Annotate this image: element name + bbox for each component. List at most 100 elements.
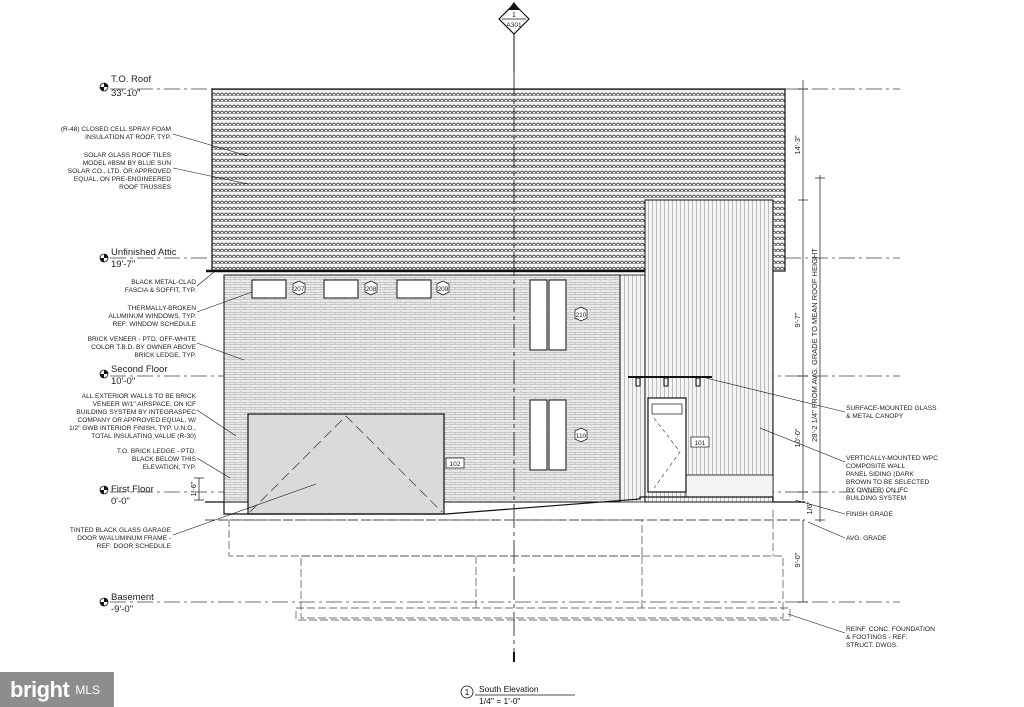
note-finish-grade: FINISH GRADE (794, 499, 893, 518)
svg-text:BROWN TO BE SELECTED: BROWN TO BE SELECTED (846, 479, 930, 486)
dim-first-floor: 10'-0" (793, 428, 802, 447)
window-tag-110: 110 (574, 427, 588, 443)
svg-text:102: 102 (450, 461, 461, 468)
section-marker-number: 1 (512, 12, 516, 19)
svg-text:THERMALLY-BROKEN: THERMALLY-BROKEN (127, 305, 196, 312)
level-marker-second: Second Floor 10'-0" (99, 364, 168, 387)
svg-text:TOTAL INSULATING VALUE (R-30): TOTAL INSULATING VALUE (R-30) (91, 433, 196, 440)
level-marker-roof: T.O. Roof 33'-10" (99, 74, 151, 99)
bright-mls-watermark: bright MLS (0, 672, 114, 707)
svg-text:TINTED BLACK GLASS GARAGE: TINTED BLACK GLASS GARAGE (70, 527, 172, 534)
svg-text:207: 207 (294, 286, 305, 293)
svg-text:FASCIA & SOFFIT, TYP.: FASCIA & SOFFIT, TYP. (125, 287, 196, 294)
svg-text:101: 101 (695, 440, 706, 447)
svg-text:& FOOTINGS - REF:: & FOOTINGS - REF: (846, 634, 908, 641)
level-name-attic: Unfinished Attic (111, 247, 177, 258)
svg-text:REINF. CONC. FOUNDATION: REINF. CONC. FOUNDATION (846, 626, 935, 633)
foundation (228, 510, 791, 621)
garage-door (247, 413, 445, 515)
notes-right: SURFACE-MOUNTED GLASS & METAL CANOPY VER… (705, 377, 938, 649)
svg-text:ELEVATION, TYP.: ELEVATION, TYP. (143, 464, 197, 471)
view-title-number: 1 (465, 687, 470, 697)
dim-upper-wall: 9'-7" (793, 312, 802, 327)
svg-text:208: 208 (366, 286, 377, 293)
svg-text:1/2" GWB INTERIOR FINISH, TYP.: 1/2" GWB INTERIOR FINISH, TYP. U.N.O., (69, 425, 196, 432)
svg-text:BUILDING SYSTEM: BUILDING SYSTEM (846, 495, 906, 502)
level-marker-basement: Basement -9'-0" (99, 592, 154, 615)
note-brick-ledge: T.O. BRICK LEDGE - PTD. BLACK BELOW THIS… (117, 448, 231, 479)
level-elev-roof: 33'-10" (111, 88, 140, 99)
door-tag-101: 101 (690, 436, 710, 448)
svg-text:VENEER W/1" AIRSPACE, ON ICF: VENEER W/1" AIRSPACE, ON ICF (93, 401, 196, 408)
section-marker-sheet: A301 (506, 22, 522, 29)
svg-text:SURFACE-MOUNTED GLASS: SURFACE-MOUNTED GLASS (846, 405, 937, 412)
watermark-brand: bright (10, 676, 70, 702)
svg-text:BLACK BELOW THIS: BLACK BELOW THIS (132, 456, 197, 463)
level-name-roof: T.O. Roof (111, 74, 151, 85)
note-siding: VERTICALLY-MOUNTED WPC COMPOSITE WALL PA… (759, 427, 938, 502)
svg-text:110: 110 (576, 433, 587, 440)
level-name-basement: Basement (111, 592, 154, 603)
svg-text:SOLAR GLASS ROOF TILES: SOLAR GLASS ROOF TILES (84, 152, 172, 159)
svg-text:COLOR T.B.D. BY OWNER ABOVE: COLOR T.B.D. BY OWNER ABOVE (91, 344, 197, 351)
svg-text:MODEL #BSM BY BLUE SUN: MODEL #BSM BY BLUE SUN (83, 160, 172, 167)
svg-text:STRUCT. DWGS.: STRUCT. DWGS. (846, 642, 898, 649)
level-name-first: First Floor (111, 484, 154, 495)
note-roof-insulation: (R-48) CLOSED CELL SPRAY FOAM INSULATION… (61, 126, 249, 157)
note-brick-veneer: BRICK VENEER - PTD. OFF-WHITE COLOR T.B.… (88, 336, 245, 361)
note-exterior-walls: ALL EXTERIOR WALLS TO BE BRICK VENEER W/… (69, 393, 237, 440)
window-tag-209: 209 (436, 280, 450, 296)
view-title: 1 South Elevation 1/4" = 1'-0" (460, 684, 575, 706)
svg-text:PANEL SIDING (DARK: PANEL SIDING (DARK (846, 471, 914, 478)
svg-text:COMPANY OR APPROVED EQUAL, W/: COMPANY OR APPROVED EQUAL, W/ (78, 417, 197, 424)
svg-text:COMPOSITE WALL: COMPOSITE WALL (846, 463, 905, 470)
svg-text:210: 210 (576, 312, 587, 319)
door-tag-102: 102 (445, 457, 465, 469)
dim-grade-small: 1/6" (805, 501, 814, 514)
svg-text:BRICK LEDGE, TYP.: BRICK LEDGE, TYP. (134, 352, 196, 359)
note-solar-tiles: SOLAR GLASS ROOF TILES MODEL #BSM BY BLU… (68, 152, 249, 191)
svg-text:209: 209 (438, 286, 449, 293)
svg-text:BUILDING SYSTEM BY INTEGRASPEC: BUILDING SYSTEM BY INTEGRASPEC (76, 409, 196, 416)
level-elev-basement: -9'-0" (111, 604, 133, 615)
svg-text:VERTICALLY-MOUNTED WPC: VERTICALLY-MOUNTED WPC (846, 455, 938, 462)
svg-text:AVG. GRADE: AVG. GRADE (846, 535, 887, 542)
level-name-second: Second Floor (111, 364, 168, 375)
svg-text:SOLAR CO., LTD. OR APPROVED: SOLAR CO., LTD. OR APPROVED (68, 168, 171, 175)
level-marker-attic: Unfinished Attic 19'-7" (99, 247, 177, 270)
svg-text:T.O. BRICK LEDGE - PTD.: T.O. BRICK LEDGE - PTD. (117, 448, 196, 455)
watermark-suffix: MLS (75, 682, 101, 697)
svg-text:ALL EXTERIOR WALLS TO BE BRICK: ALL EXTERIOR WALLS TO BE BRICK (82, 393, 197, 400)
svg-text:INSULATION AT ROOF, TYP.: INSULATION AT ROOF, TYP. (85, 134, 171, 141)
view-title-scale: 1/4" = 1'-0" (479, 696, 520, 706)
note-avg-grade: AVG. GRADE (807, 521, 887, 542)
dimension-lines-right (798, 80, 825, 603)
level-elev-attic: 19'-7" (111, 259, 135, 270)
svg-text:BRICK VENEER - PTD. OFF-WHITE: BRICK VENEER - PTD. OFF-WHITE (88, 336, 197, 343)
note-garage-door: TINTED BLACK GLASS GARAGE DOOR W/ALUMINU… (70, 483, 317, 550)
svg-text:FINISH GRADE: FINISH GRADE (846, 511, 893, 518)
dim-basement: 9'-0" (793, 552, 802, 567)
level-elev-first: 0'-0" (111, 496, 130, 507)
window-tag-208: 208 (364, 280, 378, 296)
view-title-name: South Elevation (479, 684, 539, 694)
svg-text:BY OWNER) ON IFC: BY OWNER) ON IFC (846, 487, 908, 494)
dim-grade-step: 1'-6" (189, 481, 198, 496)
dim-overall: 28'-2 1/4" FROM AVG. GRADE TO MEAN ROOF … (810, 248, 819, 442)
note-windows: THERMALLY-BROKEN ALUMINUM WINDOWS, TYP. … (108, 291, 253, 328)
svg-text:ALUMINUM WINDOWS, TYP.: ALUMINUM WINDOWS, TYP. (108, 313, 196, 320)
note-fascia: BLACK METAL-CLAD FASCIA & SOFFIT, TYP. (125, 271, 215, 294)
svg-text:DOOR W/ALUMINUM FRAME -: DOOR W/ALUMINUM FRAME - (77, 535, 171, 542)
svg-text:& METAL CANOPY: & METAL CANOPY (846, 413, 904, 420)
dim-grade-step-line (194, 477, 204, 501)
svg-text:EQUAL, ON PRE-ENGINEERED: EQUAL, ON PRE-ENGINEERED (74, 176, 171, 183)
section-marker: 1 A301 (498, 2, 530, 72)
notes-left: (R-48) CLOSED CELL SPRAY FOAM INSULATION… (61, 126, 317, 550)
level-marker-first: First Floor 0'-0" (99, 484, 154, 507)
window-tag-207: 207 (292, 280, 306, 296)
note-canopy: SURFACE-MOUNTED GLASS & METAL CANOPY (705, 377, 937, 420)
entry-door (628, 376, 712, 493)
note-foundation: REINF. CONC. FOUNDATION & FOOTINGS - REF… (787, 613, 935, 649)
